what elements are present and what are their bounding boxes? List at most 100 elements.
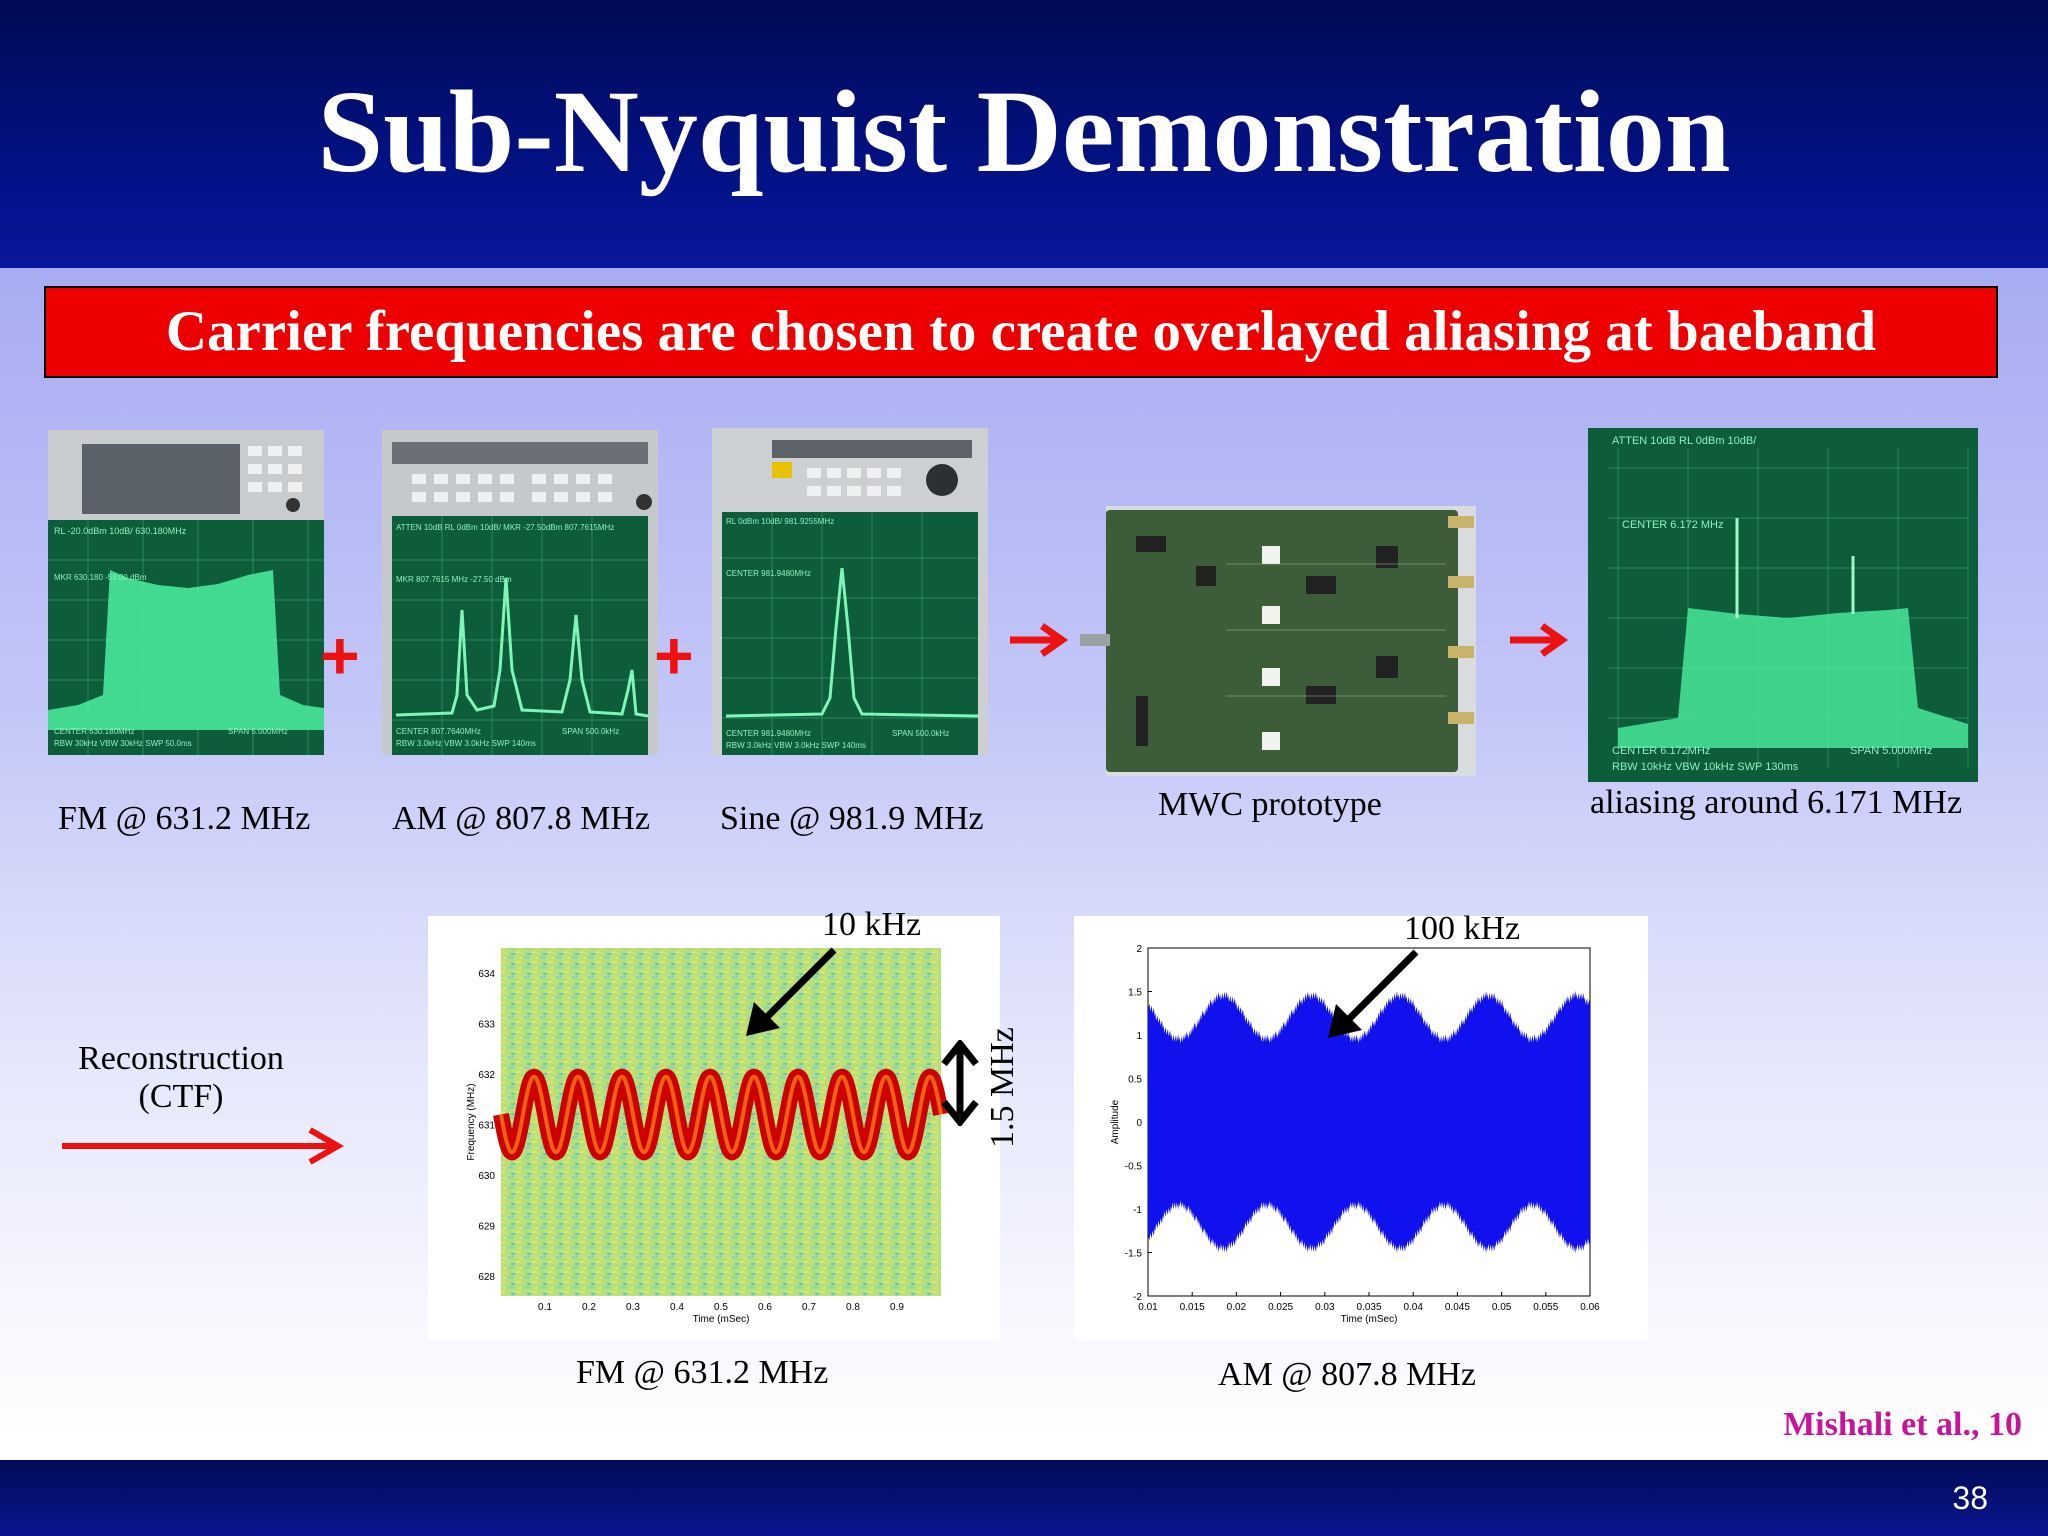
title-bar [0,0,2048,268]
mwc-prototype-board [1080,506,1476,776]
sine-screen [722,512,978,755]
am-screen [392,516,648,755]
plus-icon: + [654,618,694,694]
am-screen-center-text: CENTER 807.7640MHz [396,727,481,736]
am-x-tick-label: 0.035 [1356,1302,1381,1313]
am-annotation-label: 100 kHz [1404,910,1521,947]
generator-display [772,440,972,458]
fm-x-tick-label: 0.4 [670,1302,684,1313]
alias-screen-span-text: SPAN 5.000MHz [1850,745,1932,757]
sine-spectrum-trace [725,567,979,718]
alias-screen-bw-text: RBW 10kHz VBW 10kHz SWP 130ms [1612,761,1799,773]
am-y-tick-label: 0 [1136,1118,1142,1129]
citation: Mishali et al., 10 [1783,1406,2022,1443]
am-x-tick-label: 0.04 [1403,1302,1423,1313]
am-annotation-arrow-icon [1328,949,1419,1038]
sine-screen-marker-text: CENTER 981.9480MHz [726,569,811,578]
fm-x-tick-label: 0.6 [758,1302,772,1313]
circuit-board [1106,510,1458,772]
arrow-right-icon [1010,623,1069,657]
sine-input-label: Sine @ 981.9 MHz [720,800,984,837]
am-y-tick-label: 1.5 [1128,988,1142,999]
am-x-tick-label: 0.015 [1180,1302,1205,1313]
am-y-tick-label: -1 [1133,1205,1142,1216]
fm-analyzer-photo: RL -20.0dBm 10dB/ 630.180MHz MKR 630.180… [48,430,324,755]
am-amplitude-chart: 0.01 0.015 0.02 0.025 0.03 0.035 0.04 0.045 0.05… [1074,916,1648,1340]
am-x-tick-label: 0.01 [1138,1302,1158,1313]
reconstruction-arrow-icon [62,1127,345,1165]
sine-screen-top-text: RL 0dBm 10dB/ 981.9255MHz [726,517,834,526]
alias-spectrum-trace [1618,608,1968,748]
sine-screen-span-text: SPAN 500.0kHz [892,729,949,738]
sine-screen-bw-text: RBW 3.0kHz VBW 3.0kHz SWP 140ms [726,741,866,750]
generator-display [82,444,240,514]
fm-x-tick-label: 0.8 [846,1302,860,1313]
am-y-tick-label: 1 [1136,1031,1142,1042]
fm-span-label: 1.5 MHz [984,1027,1021,1148]
fm-input-label: FM @ 631.2 MHz [58,800,311,837]
am-screen-top-text: ATTEN 10dB RL 0dBm 10dB/ MKR -27.50dBm 8… [396,523,614,532]
am-y-tick-label: -2 [1133,1292,1142,1303]
fm-screen-top-text: RL -20.0dBm 10dB/ 630.180MHz [54,526,187,536]
prototype-label: MWC prototype [1158,786,1382,823]
fm-screen-center-text: CENTER 630.180MHz [54,727,134,736]
am-x-tick-label: 0.02 [1227,1302,1247,1313]
alias-screen-marker-text: CENTER 6.172 MHz [1622,519,1723,531]
generator-display [392,442,648,464]
am-x-tick-label: 0.045 [1445,1302,1470,1313]
fm-y-tick-label: 631 [478,1121,495,1132]
am-x-tick-label: 0.055 [1533,1302,1558,1313]
sine-analyzer-photo: RL 0dBm 10dB/ 981.9255MHz CENTER 981.948… [712,428,988,755]
am-xlabel: Time (mSec) [1341,1314,1398,1325]
am-x-tick-label: 0.05 [1492,1302,1512,1313]
am-x-tick-label: 0.025 [1268,1302,1293,1313]
sine-screen-center-text: CENTER 981.9480MHz [726,729,811,738]
fm-screen-bw-text: RBW 30kHz VBW 30kHz SWP 50.0ms [54,739,192,748]
am-screen-bw-text: RBW 3.0kHz VBW 3.0kHz SWP 140ms [396,739,536,748]
am-spectrum-trace [395,577,649,718]
reconstruction-label-line1: Reconstruction [78,1040,284,1077]
fm-ylabel: Frequency (MHz) [466,1083,477,1160]
fm-x-tick-label: 0.2 [582,1302,596,1313]
fm-y-tick-label: 633 [478,1020,495,1031]
fm-xlabel: Time (mSec) [693,1314,750,1325]
am-x-tick-label: 0.03 [1315,1302,1335,1313]
fm-x-tick-label: 0.3 [626,1302,640,1313]
alias-screen-center-text: CENTER 6.172MHz [1612,745,1710,757]
generator-keypad [807,468,901,496]
fm-span-arrow-icon [941,1040,979,1126]
fm-x-tick-label: 0.7 [802,1302,816,1313]
banner: Carrier frequencies are chosen to create… [44,286,1998,378]
am-amplitude-svg: 0.01 0.015 0.02 0.025 0.03 0.035 0.04 0.045 0.05… [1110,944,1600,1325]
fm-y-tick-label: 628 [478,1272,495,1283]
fm-y-tick-label: 634 [478,969,495,980]
am-screen-span-text: SPAN 500.0kHz [562,727,619,736]
fm-x-tick-label: 0.1 [538,1302,552,1313]
reconstruction-label: Reconstruction (CTF) [66,1040,296,1116]
fm-chart-caption: FM @ 631.2 MHz [576,1354,829,1391]
generator-keypad [412,474,612,502]
am-y-tick-label: 2 [1136,944,1142,955]
plus-icon: + [320,618,360,694]
fm-x-tick-label: 0.5 [714,1302,728,1313]
alias-label: aliasing around 6.171 MHz [1590,784,1963,821]
am-y-tick-label: -1.5 [1125,1249,1143,1260]
fm-x-tick-label: 0.9 [890,1302,904,1313]
generator-yellow-key [772,462,792,478]
am-chart-caption: AM @ 807.8 MHz [1218,1356,1476,1393]
page-number: 38 [1952,1480,1988,1516]
fm-trace-core [499,1074,943,1155]
fm-annotation-label: 10 kHz [822,906,922,943]
am-x-tick-label: 0.06 [1580,1302,1600,1313]
fm-spectrum-trace [48,570,324,730]
alias-analyzer-photo: ATTEN 10dB RL 0dBm 10dB/ CENTER 6.172 MH… [1588,428,1978,782]
reconstruction-label-line2: (CTF) [138,1078,224,1115]
am-screen-marker-text: MKR 807.7615 MHz -27.50 dBm [396,575,512,584]
am-y-tick-label: 0.5 [1128,1075,1142,1086]
am-y-tick-label: -0.5 [1125,1162,1143,1173]
am-ylabel: Amplitude [1110,1099,1121,1144]
footer-bar [0,1460,2048,1536]
fm-screen-span-text: SPAN 5.000MHz [228,727,288,736]
rf-connectors [1448,516,1474,724]
